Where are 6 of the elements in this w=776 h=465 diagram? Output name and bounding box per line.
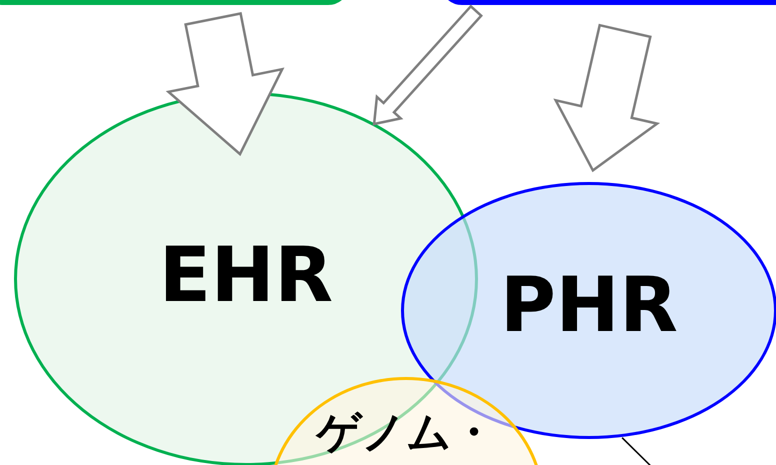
ellipse-label: ゲノム・ [314, 411, 496, 455]
ellipse-label: PHR [499, 267, 679, 343]
ellipse-label: EHR [158, 237, 334, 313]
block-arrow [372, 4, 483, 126]
block-arrow [166, 12, 284, 156]
block-arrow [553, 24, 660, 172]
